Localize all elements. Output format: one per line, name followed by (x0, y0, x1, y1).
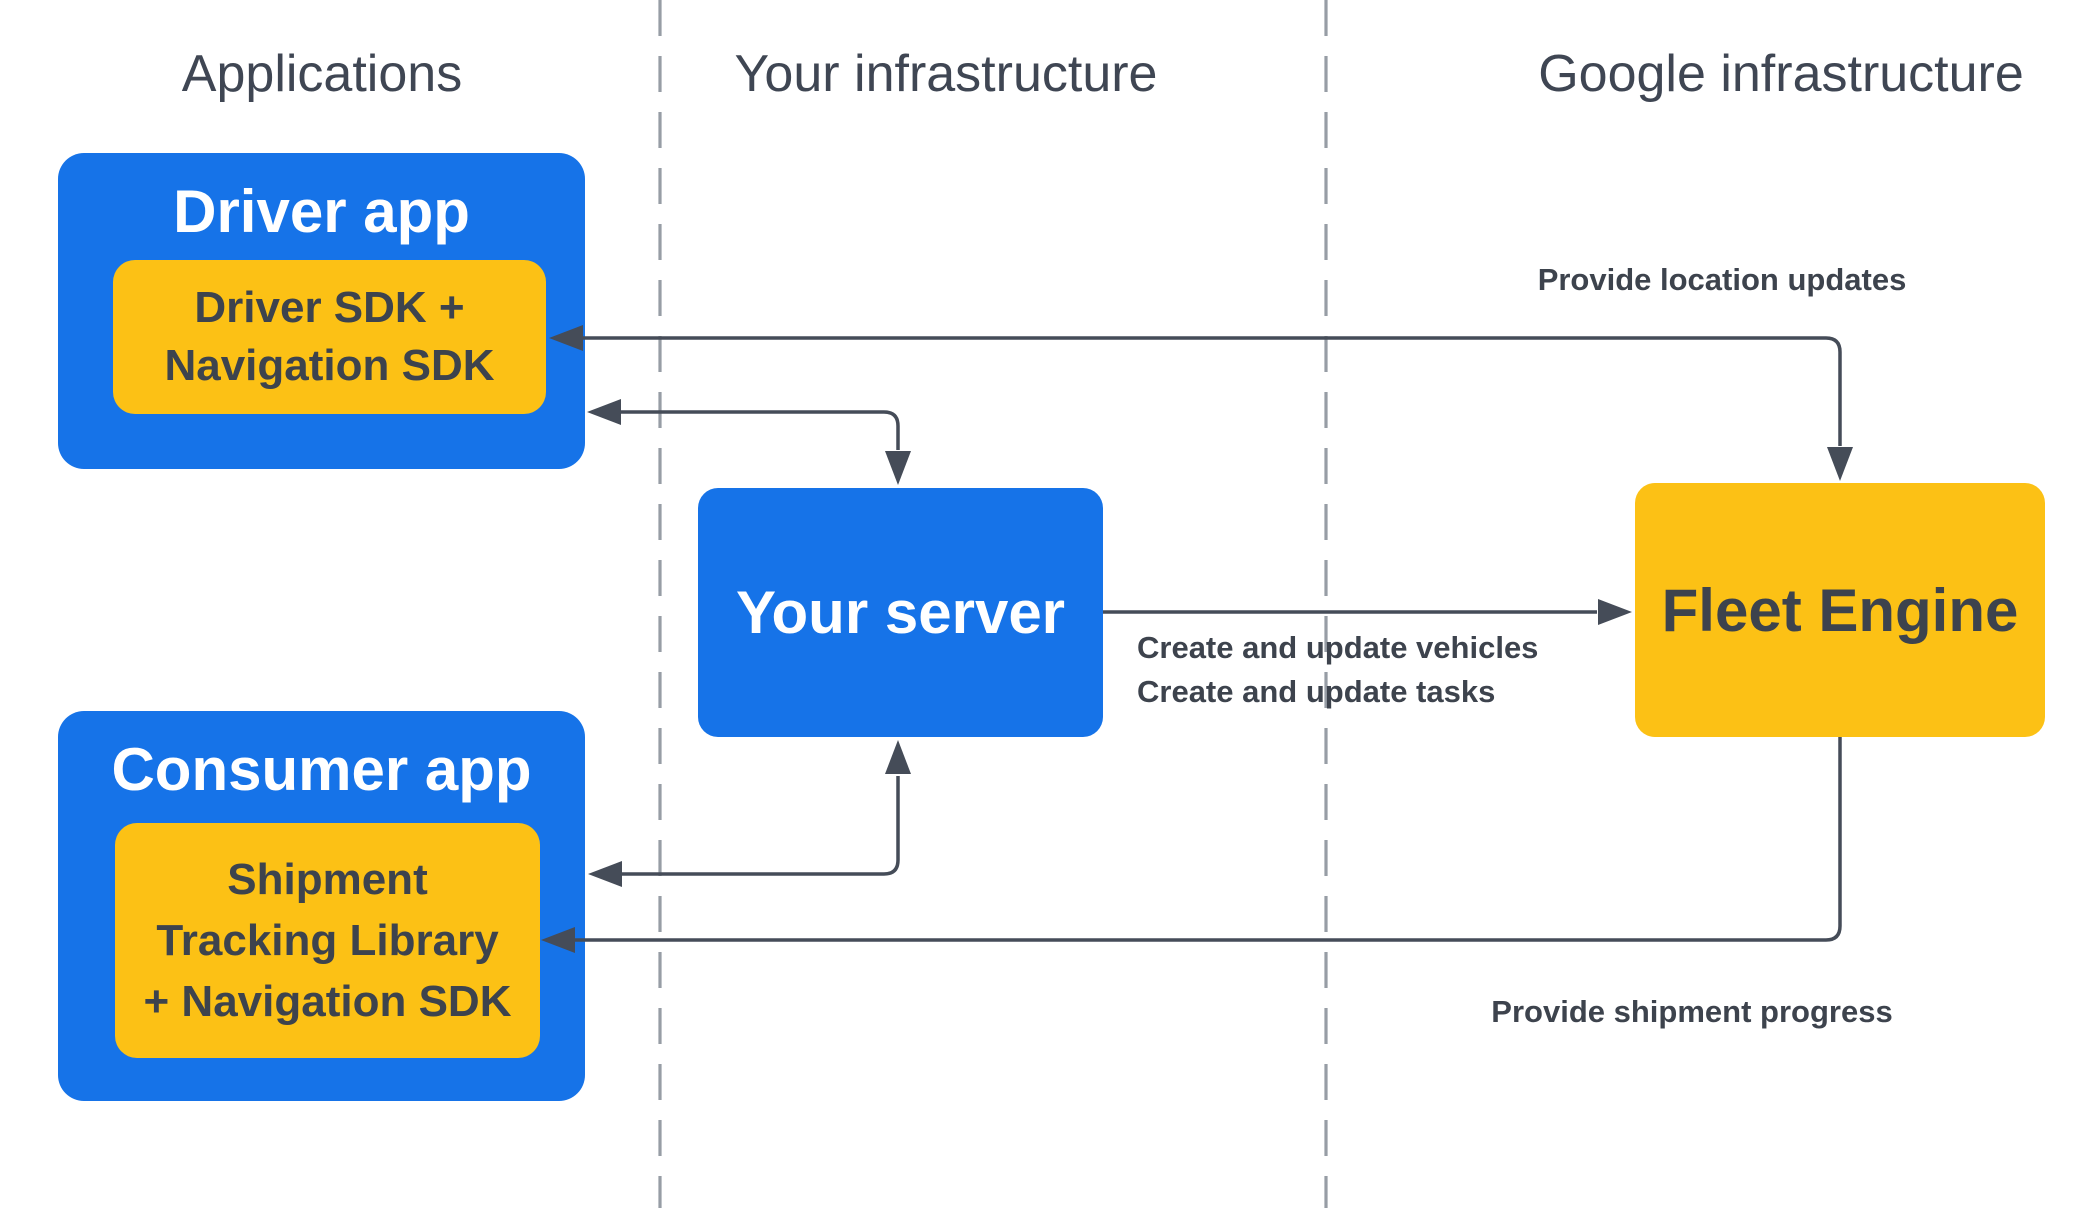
column-header-your-infrastructure: Your infrastructure (734, 45, 1158, 103)
column-header-google-infrastructure: Google infrastructure (1538, 45, 2024, 103)
fleet-engine-title: Fleet Engine (1661, 576, 2019, 644)
label-provide-location-updates: Provide location updates (1537, 262, 1907, 297)
driver-sdk-node: Driver SDK + Navigation SDK (113, 260, 546, 414)
driver-app-title: Driver app (173, 178, 470, 245)
label-create-and-update: Create and update vehicles Create and up… (1137, 626, 1538, 714)
driver-sdk-line-2: Navigation SDK (164, 341, 495, 390)
driver-app-node: Driver app Driver SDK + Navigation SDK (58, 153, 585, 469)
shipment-lib-line-3: + Navigation SDK (143, 977, 512, 1026)
label-create-and-update-line-2: Create and update tasks (1137, 674, 1496, 709)
your-server-title: Your server (735, 579, 1066, 646)
consumer-app-node: Consumer app Shipment Tracking Library +… (58, 711, 585, 1101)
shipment-tracking-library-node: Shipment Tracking Library + Navigation S… (115, 823, 540, 1058)
shipment-lib-line-1: Shipment (227, 855, 428, 904)
label-create-and-update-line-1: Create and update vehicles (1137, 630, 1539, 665)
label-provide-shipment-progress: Provide shipment progress (1491, 994, 1893, 1029)
shipment-lib-line-2: Tracking Library (156, 916, 499, 965)
driver-sdk-line-1: Driver SDK + (194, 283, 465, 332)
column-header-applications: Applications (181, 45, 463, 103)
consumer-app-title: Consumer app (111, 736, 532, 803)
your-server-node: Your server (698, 488, 1103, 737)
fleet-engine-node: Fleet Engine (1635, 483, 2045, 737)
